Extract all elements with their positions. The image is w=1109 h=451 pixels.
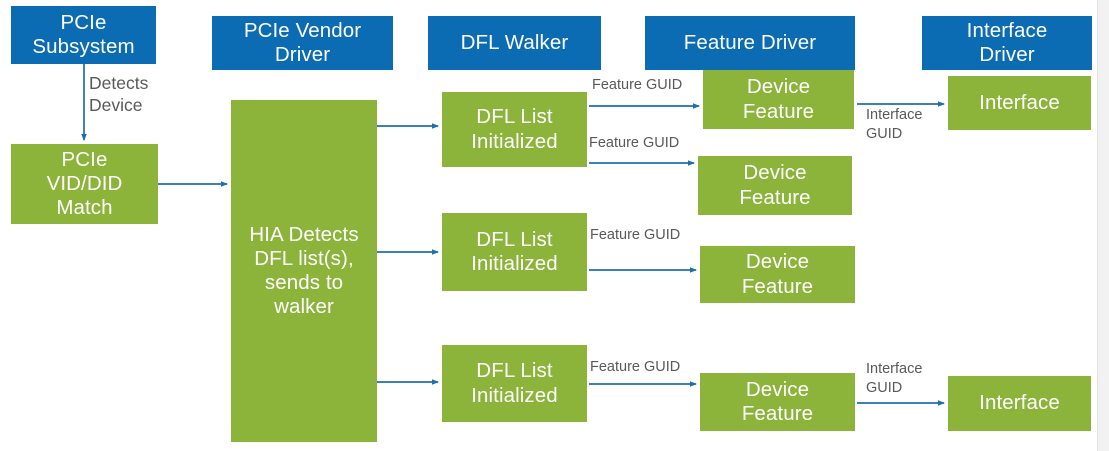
header-feature-driver: Feature Driver [645,16,855,70]
edge-label-feature-guid-2: Feature GUID [589,135,680,151]
right-gutter [1097,0,1109,451]
node-interface-1: Interface [948,76,1091,130]
edge-label-feature-guid-3: Feature GUID [590,227,681,243]
header-dfl-walker-label: DFL Walker [460,30,569,54]
edge-label-feature-guid-4: Feature GUID [590,359,681,375]
node-interface-2-label: Interface [979,391,1060,415]
node-interface-1-label: Interface [979,90,1060,114]
header-dfl-walker: DFL Walker [428,16,601,70]
header-feature-driver-label: Feature Driver [683,30,817,54]
edge-label-feature-guid-1: Feature GUID [592,77,683,93]
node-interface-2: Interface [948,376,1091,431]
